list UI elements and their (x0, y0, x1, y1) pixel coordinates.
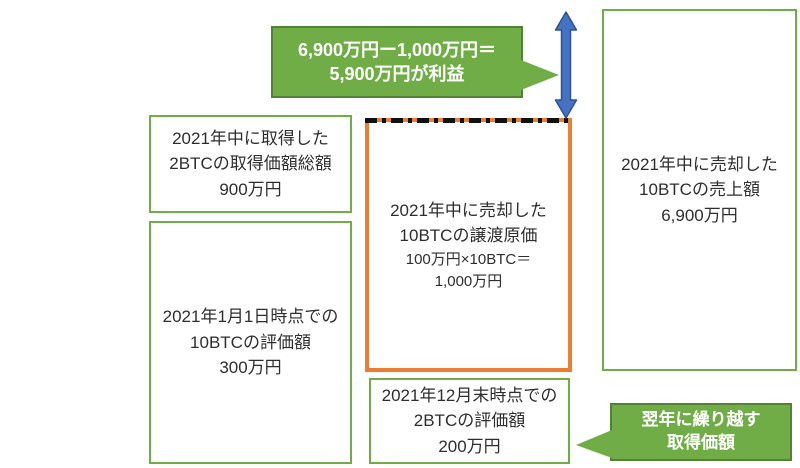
box-line: 2BTCの評価額 (413, 411, 526, 431)
box-line: 200万円 (438, 436, 501, 456)
box-line: 2021年12月末時点での (381, 385, 558, 405)
box-line: 2021年中に取得した (172, 128, 329, 148)
callout-line: 取得価額 (667, 433, 735, 452)
box-line-formula: 100万円×10BTC＝ (405, 250, 532, 268)
callout-carryover: 翌年に繰り越す 取得価額 (576, 403, 792, 461)
callout-line: 6,900万円ー1,000万円＝ (297, 39, 497, 60)
box-line: 6,900万円 (661, 205, 738, 225)
callout-profit: 6,900万円ー1,000万円＝ 5,900万円が利益 (271, 26, 559, 98)
callout-line: 5,900万円が利益 (329, 64, 465, 84)
callout-line: 翌年に繰り越す (641, 410, 761, 430)
box-line: 10BTCの評価額 (190, 332, 311, 352)
box-line-formula: 1,000万円 (434, 272, 503, 290)
box-transfer-cost-10btc: 2021年中に売却した 10BTCの譲渡原価 100万円×10BTC＝ 1,00… (365, 118, 572, 372)
box-sales-10btc: 2021年中に売却した 10BTCの売上額 6,900万円 (602, 9, 797, 371)
box-line: 2021年中に売却した (621, 154, 778, 174)
dashdot-divider-line (365, 118, 572, 123)
box-jan-valuation-10btc: 2021年1月1日時点での 10BTCの評価額 300万円 (149, 221, 352, 464)
callout-pointer-left (576, 430, 612, 458)
box-line: 300万円 (219, 358, 282, 378)
box-dec-valuation-2btc: 2021年12月末時点での 2BTCの評価額 200万円 (369, 378, 570, 464)
box-line: 10BTCの譲渡原価 (399, 226, 538, 246)
box-acquired-2btc: 2021年中に取得した 2BTCの取得価額総額 900万円 (149, 115, 352, 213)
box-line: 900万円 (219, 179, 282, 199)
box-line: 2BTCの取得価額総額 (169, 154, 332, 174)
callout-pointer-right (521, 60, 559, 90)
box-line: 10BTCの売上額 (639, 180, 760, 200)
box-line: 2021年1月1日時点での (162, 307, 339, 327)
box-line: 2021年中に売却した (390, 200, 547, 220)
